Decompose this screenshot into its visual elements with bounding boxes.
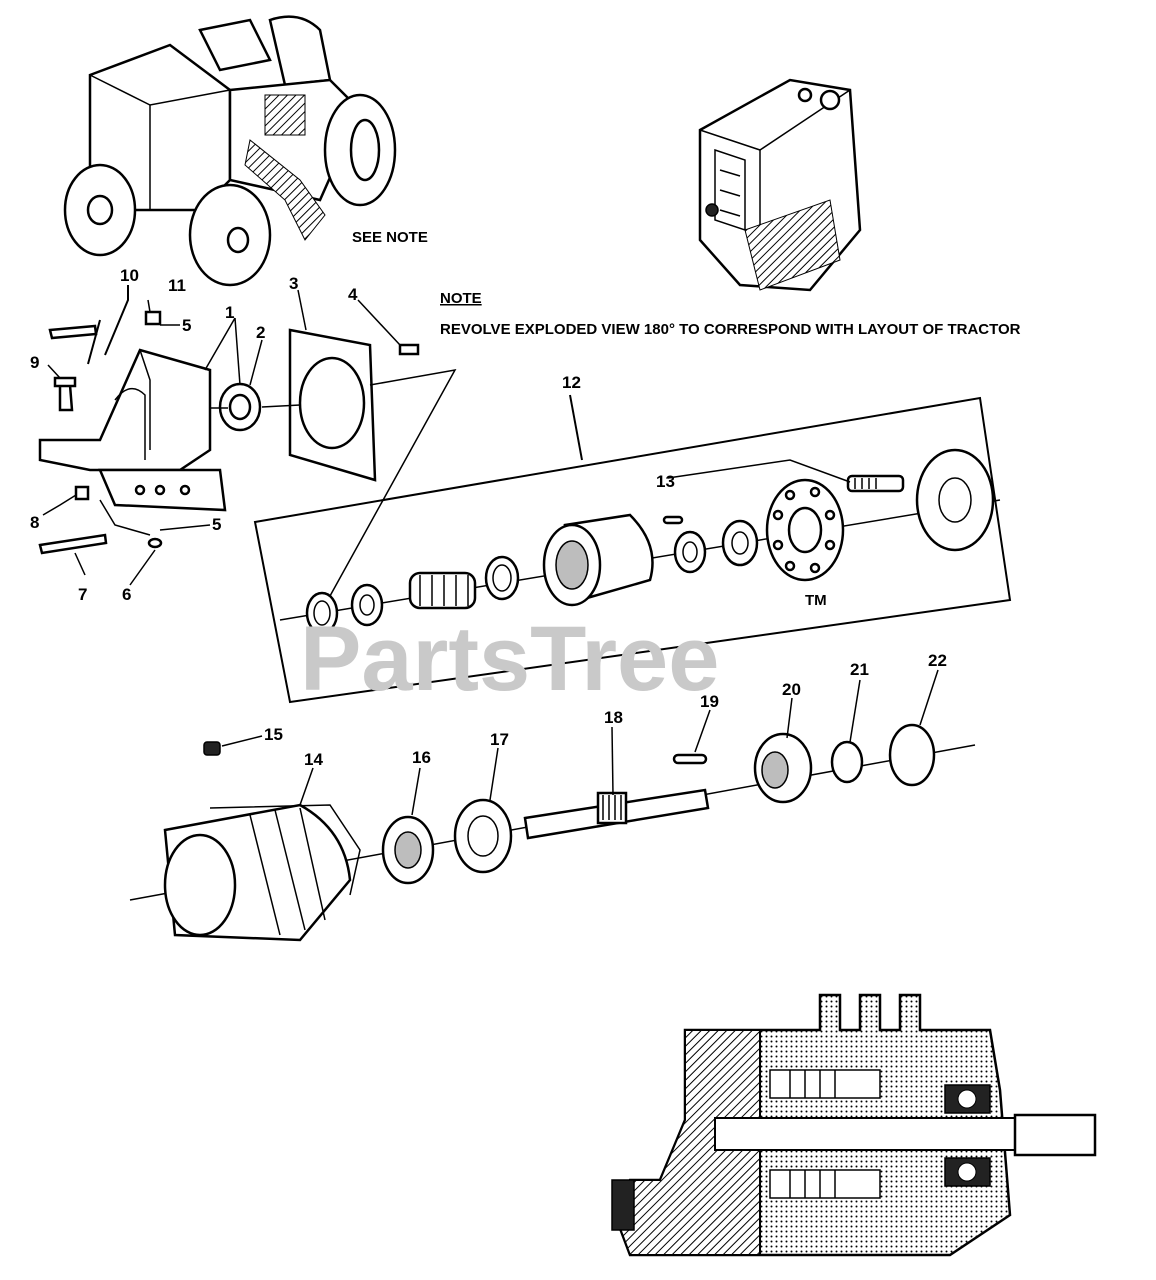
washer-part-12e [673, 530, 707, 574]
thrust-plate-part-12j [915, 448, 995, 552]
callout-12: 12 [562, 373, 581, 392]
callout-14: 14 [304, 750, 323, 769]
callout-3: 3 [289, 274, 298, 293]
pin-part-4 [398, 343, 420, 356]
watermark: PartsTree [300, 608, 719, 710]
callout-20: 20 [782, 680, 801, 699]
shaft-part-18 [523, 788, 710, 840]
callout-5-upper: 5 [182, 316, 191, 335]
bearing-part-2 [218, 382, 262, 432]
callout-21: 21 [850, 660, 869, 679]
see-note-label: SEE NOTE [352, 229, 428, 246]
pump-housing-part-14 [163, 803, 361, 942]
rotor-part-13 [542, 513, 654, 607]
callout-9: 9 [30, 353, 39, 372]
callout-11: 11 [168, 276, 186, 295]
bolt-part-10 [48, 324, 98, 340]
callout-6: 6 [122, 585, 131, 604]
note-text: REVOLVE EXPLODED VIEW 180° TO CORRESPOND… [440, 321, 1021, 338]
bearing-part-12f [721, 519, 759, 567]
callout-8: 8 [30, 513, 39, 532]
nut-part-8 [74, 485, 90, 501]
retaining-ring-part-22 [888, 723, 936, 787]
exploded-view-frame [253, 396, 1012, 704]
bearing-part-20 [753, 732, 813, 804]
callout-1: 1 [225, 303, 234, 322]
callout-17: 17 [490, 730, 509, 749]
cutaway-section-view [611, 993, 1097, 1257]
pin-part-12g [662, 515, 684, 525]
spring-part-12c [408, 571, 477, 610]
callout-15: 15 [264, 725, 283, 744]
callout-10: 10 [120, 266, 139, 285]
key-part-19 [672, 753, 708, 765]
note-heading: NOTE [440, 290, 482, 307]
washer-part-12b [350, 583, 384, 627]
callout-4: 4 [348, 285, 358, 304]
plug-part-15 [203, 741, 221, 756]
bolt-part-7 [38, 533, 108, 555]
callout-22: 22 [928, 651, 947, 670]
washer-part-6 [147, 537, 163, 549]
callout-7: 7 [78, 585, 87, 604]
callout-19: 19 [700, 692, 719, 711]
piston-plate-part-12h [765, 478, 845, 582]
bolt-part-12i [846, 474, 905, 493]
nut-part-11 [144, 310, 162, 326]
callout-labels: 10 11 5 9 1 2 3 4 8 5 7 6 12 13 15 14 16… [30, 266, 947, 769]
callout-5-lower: 5 [212, 515, 221, 534]
callout-16: 16 [412, 748, 431, 767]
gasket-plate-part-3 [288, 328, 377, 482]
bolt-part-9 [53, 376, 77, 412]
callout-18: 18 [604, 708, 623, 727]
engine-illustration [698, 78, 862, 292]
washer-part-17 [453, 798, 513, 874]
callout-13: 13 [656, 472, 675, 491]
snap-ring-part-21 [830, 740, 864, 784]
ring-part-12d [484, 555, 520, 601]
callout-2: 2 [256, 323, 265, 342]
watermark-trademark: TM [805, 592, 827, 609]
seal-part-16 [381, 815, 435, 885]
seal-part-12a [305, 591, 339, 635]
tractor-illustration [63, 15, 397, 287]
bracket-assembly [38, 348, 227, 512]
